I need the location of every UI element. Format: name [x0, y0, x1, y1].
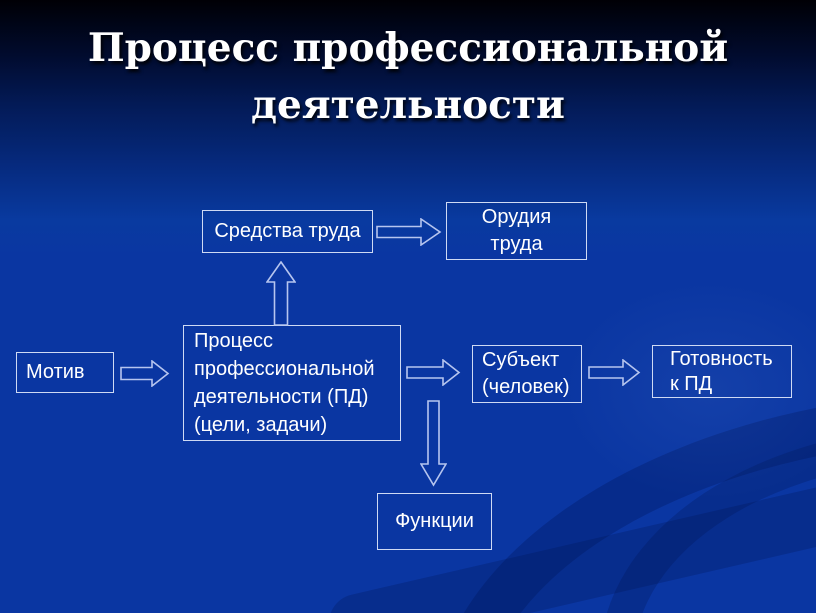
arrow-subyekt-to-gotovnost-icon [588, 359, 641, 386]
node-sredstva-truda: Средства труда [202, 210, 373, 253]
arrow-process-to-sredstva-icon [266, 261, 296, 326]
node-subyekt-label: Субъект (человек) [482, 349, 570, 398]
node-funkcii-label: Функции [395, 510, 474, 532]
node-orudiya-truda: Орудия труда [446, 202, 587, 260]
node-process-pd: Процесс профессиональной деятельности (П… [183, 325, 401, 441]
arrow-motiv-to-process-icon [120, 360, 170, 387]
slide-title: Процесс профессиональной деятельности [87, 25, 729, 128]
arrow-process-to-funkcii-icon [420, 400, 447, 487]
node-process-pd-label: Процесс профессиональной деятельности (П… [194, 330, 375, 436]
node-gotovnost-label: Готовность к ПД [670, 347, 773, 395]
arrow-process-to-subyekt-icon [406, 359, 461, 386]
node-gotovnost: Готовность к ПД [652, 345, 792, 398]
node-funkcii: Функции [377, 493, 492, 550]
node-subyekt: Субъект (человек) [472, 345, 582, 403]
arrow-sredstva-to-orudiya-icon [376, 218, 442, 246]
node-sredstva-truda-label: Средства труда [214, 220, 361, 242]
node-orudiya-truda-label: Орудия труда [481, 206, 552, 255]
background-swirl-ring [600, 425, 816, 613]
node-motiv: Мотив [16, 352, 114, 393]
node-motiv-label: Мотив [26, 361, 85, 383]
